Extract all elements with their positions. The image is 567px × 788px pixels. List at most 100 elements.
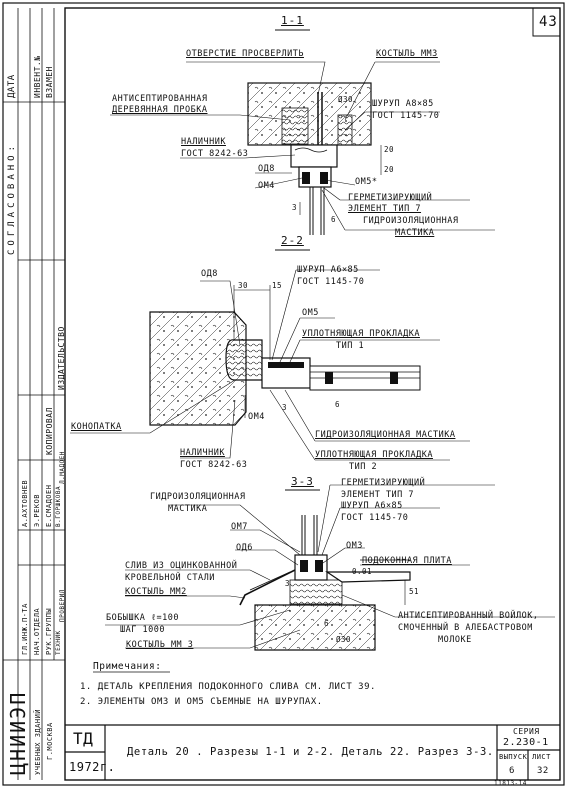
label-om5: ОМ5* xyxy=(355,177,378,187)
label-hydro-1: ГИДРОИЗОЛЯЦИОННАЯ xyxy=(363,216,459,226)
dim-3-2: 3 xyxy=(282,403,288,412)
dim-6-3: 6 xyxy=(324,619,330,628)
strip-gip: ГЛ.ИНЖ.П-ТА xyxy=(21,603,29,655)
label-bobyshka-2: ШАГ 1000 xyxy=(120,625,165,635)
label-check-hole: ОТВЕРСТИЕ ПРОСВЕРЛИТЬ xyxy=(186,49,304,59)
tb-td: ТД xyxy=(73,729,94,748)
label-felt-2: СМОЧЕННЫЙ В АЛЕБАСТРОВОМ xyxy=(398,623,533,633)
label-sealing-2: ЭЛЕМЕНТ ТИП 7 xyxy=(348,204,422,214)
tb-sheet: 32 xyxy=(537,766,549,776)
section-title-1-1: 1-1 xyxy=(281,14,304,27)
tb-issue-label: ВЫПУСК xyxy=(499,753,528,761)
label-screw-gost-2: ГОСТ 1145-70 xyxy=(297,277,365,287)
label-dia30: Ø30 xyxy=(338,95,354,104)
label-dia30-3: Ø30 xyxy=(336,635,352,644)
page-number: 43 xyxy=(539,14,558,30)
label-od6: ОД6 xyxy=(236,543,253,553)
label-antiseptic-plug-1: АНТИСЕПТИРОВАННАЯ xyxy=(112,94,208,104)
dim-30: 30 xyxy=(238,281,249,290)
label-d001: 0.01 xyxy=(352,567,373,576)
label-casing-gost: ГОСТ 8242-63 xyxy=(181,149,249,159)
label-drip-2: КРОВЕЛЬНОЙ СТАЛИ xyxy=(125,573,215,583)
label-screw-a6-3: ШУРУП А6×85 xyxy=(341,501,403,511)
label-casing-2: НАЛИЧНИК xyxy=(180,448,225,458)
dim-3: 3 xyxy=(292,203,298,212)
label-crutch-mm2: КОСТЫЛЬ ММ2 xyxy=(125,587,187,597)
strip-nach: НАЧ.ОТДЕЛА xyxy=(33,607,41,655)
label-screw-a6: ШУРУП А6×85 xyxy=(297,265,359,275)
label-felt-1: АНТИСЕПТИРОВАННЫЙ ВОЙЛОК, xyxy=(398,611,539,621)
dim-3-3: 3 xyxy=(285,579,291,588)
tb-title: Деталь 20 . Разрезы 1-1 и 2-2. Деталь 22… xyxy=(127,746,494,758)
label-gasket-2-type: ТИП 2 xyxy=(349,462,378,472)
label-casing: НАЛИЧНИК xyxy=(181,137,226,147)
section-1-1 xyxy=(110,29,495,235)
label-antiseptic-plug-2: ДЕРЕВЯННАЯ ПРОБКА xyxy=(112,105,208,115)
dim-51: 51 xyxy=(409,587,420,596)
dim-6-2: 6 xyxy=(335,400,341,409)
label-hydro-mastic: ГИДРОИЗОЛЯЦИОННАЯ МАСТИКА xyxy=(315,430,456,440)
note-1: 1. ДЕТАЛЬ КРЕПЛЕНИЯ ПОДОКОННОГО СЛИВА СМ… xyxy=(80,682,376,692)
label-od8-2: ОД8 xyxy=(201,269,218,279)
label-bobyshka-1: БОБЫШКА ℓ=100 xyxy=(106,613,180,623)
label-felt-3: МОЛОКЕ xyxy=(438,635,472,645)
label-om4: ОМ4 xyxy=(258,181,275,191)
tb-year: 1972г. xyxy=(69,760,116,774)
strip-org: ЦНИИЭП xyxy=(6,690,30,775)
section-title-2-2: 2-2 xyxy=(281,234,304,247)
label-screw-gost: ГОСТ 1145-70 xyxy=(372,111,440,121)
label-om4-2: ОМ4 xyxy=(248,412,265,422)
label-sealing-3-2: ЭЛЕМЕНТ ТИП 7 xyxy=(341,490,415,500)
label-crutch-mm3-3: КОСТЫЛЬ ММ 3 xyxy=(126,640,194,650)
strip-n3: Е.СМАДОЕН xyxy=(45,484,53,527)
tb-series-label: СЕРИЯ xyxy=(513,727,540,736)
label-om7: ОМ7 xyxy=(231,522,248,532)
label-gasket-1-type: ТИП 1 xyxy=(336,341,365,351)
strip-replaced: ВЗАМЕН xyxy=(45,66,54,98)
label-crutch-mm3: КОСТЫЛЬ ММ3 xyxy=(376,49,438,59)
tb-series: 2.230-1 xyxy=(503,737,549,748)
label-od8: ОД8 xyxy=(258,164,275,174)
label-gasket-2: УПЛОТНЯЮЩАЯ ПРОКЛАДКА xyxy=(315,450,433,460)
dim-20-a: 20 xyxy=(384,145,395,154)
strip-n2: Э.РЕКОВ xyxy=(33,493,41,527)
label-casing-gost-2: ГОСТ 8242-63 xyxy=(180,460,248,470)
label-om5-2: ОМ5 xyxy=(302,308,319,318)
section-2-2 xyxy=(70,249,470,461)
label-sealing-1: ГЕРМЕТИЗИРУЮЩИЙ xyxy=(348,193,433,203)
strip-org-2: УЧЕБНЫХ ЗДАНИЙ xyxy=(34,708,42,775)
tb-sheet-label: ЛИСТ xyxy=(532,753,551,761)
section-title-3-3: 3-3 xyxy=(291,475,314,488)
strip-tech: ТЕХНИК xyxy=(55,630,62,655)
strip-n4: В.ГОРШКОВА xyxy=(55,485,62,527)
label-hydro-2: МАСТИКА xyxy=(395,228,435,238)
strip-ruk: РУК.ГРУППЫ xyxy=(45,607,53,655)
label-gasket-1: УПЛОТНЯЮЩАЯ ПРОКЛАДКА xyxy=(302,329,420,339)
label-om3: ОМ3 xyxy=(346,541,363,551)
strip-drawn: КОПИРОВАЛ xyxy=(45,407,54,455)
strip-check: ПРОВЕРИЛ xyxy=(59,589,66,622)
label-sealing-3-1: ГЕРМЕТИЗИРУЮЩИЙ xyxy=(341,478,426,488)
strip-agreed: СОГЛАСОВАНО: xyxy=(7,141,17,255)
section-3-3 xyxy=(105,484,555,651)
label-hydro-3-2: МАСТИКА xyxy=(168,504,208,514)
dim-6: 6 xyxy=(331,215,337,224)
label-screw-a8: ШУРУП А8×85 xyxy=(372,99,434,109)
dim-15: 15 xyxy=(272,281,283,290)
strip-n1: А.АХТОВНЕВ xyxy=(21,479,29,527)
strip-inv: ИНВЕНТ.№ xyxy=(33,55,42,98)
label-screw-gost-3: ГОСТ 1145-70 xyxy=(341,513,409,523)
label-drip-1: СЛИВ ИЗ ОЦИНКОВАННОЙ xyxy=(125,561,238,571)
strip-drawn-name: ИЗДАТЕЛЬСТВО xyxy=(57,326,66,390)
label-caulk: КОНОПАТКА xyxy=(71,422,122,432)
notes-title: Примечания: xyxy=(93,661,162,672)
strip-n5: Л.МАДОЕН xyxy=(59,451,66,484)
strip-org-3: Г.МОСКВА xyxy=(46,722,54,760)
tb-issue: 6 xyxy=(509,766,515,776)
note-2: 2. ЭЛЕМЕНТЫ ОМ3 И ОМ5 СЪЕМНЫЕ НА ШУРУПАХ… xyxy=(80,697,323,707)
bottom-stamp: 11813-14 xyxy=(494,780,527,787)
strip-date: ДАТА xyxy=(7,74,17,98)
label-hydro-3-1: ГИДРОИЗОЛЯЦИОННАЯ xyxy=(150,492,246,502)
dim-20-b: 20 xyxy=(384,165,395,174)
